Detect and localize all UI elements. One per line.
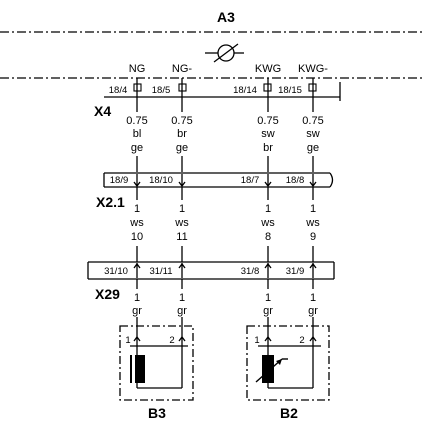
module-symbol-icon: [205, 43, 244, 63]
wire-color: sw: [306, 128, 320, 140]
signal-label-kwg: KWG: [255, 63, 281, 75]
component-b3: 1 2: [119, 325, 194, 401]
component-b2-pin2: 2: [299, 335, 304, 346]
wire-color: gr: [132, 305, 142, 317]
connector-x4-pin: 18/15: [278, 85, 302, 96]
wire-size: 1: [310, 203, 316, 215]
wire-size: 1: [265, 292, 271, 304]
connector-x4-label: X4: [94, 103, 111, 119]
component-b2-pin1: 1: [254, 335, 259, 346]
wire-color: br: [177, 128, 187, 140]
component-b3-pin2: 2: [169, 335, 174, 346]
connector-x4-pin: 18/14: [233, 85, 257, 96]
connector-x4: 18/4 18/5 18/14 18/15: [104, 82, 341, 101]
wire-size: 0.75: [171, 115, 192, 127]
wire-number: 8: [265, 231, 271, 243]
component-b3-pin1: 1: [125, 335, 130, 346]
wire-color: ws: [129, 217, 144, 229]
signal-label-ng: NG: [129, 63, 146, 75]
connector-x21-pin: 18/9: [110, 175, 129, 186]
wire-number: 10: [131, 231, 143, 243]
wire-color: ws: [305, 217, 320, 229]
connector-x21-pin: 18/7: [241, 175, 260, 186]
wire-color: ws: [174, 217, 189, 229]
wire-color: ge: [131, 142, 143, 154]
connector-x29-contact-icon: [133, 262, 317, 278]
wire-size: 1: [179, 292, 185, 304]
signal-label-kwg-minus: KWG-: [298, 63, 328, 75]
wire-size: 1: [134, 292, 140, 304]
wire-segment-b: [136, 187, 314, 262]
inductive-sensor-icon: [130, 355, 145, 383]
component-b3-label: B3: [148, 405, 166, 421]
wire-size: 1: [265, 203, 271, 215]
wire-size: 1: [310, 292, 316, 304]
connector-x29-pin: 31/10: [104, 266, 128, 277]
component-b2: 1 2: [246, 325, 330, 401]
wire-number: 9: [310, 231, 316, 243]
signal-label-ng-minus: NG-: [172, 63, 193, 75]
wire-size: 1: [179, 203, 185, 215]
wire-size: 0.75: [257, 115, 278, 127]
wire-color: ge: [307, 142, 319, 154]
ntc-thermistor-icon: [255, 355, 288, 383]
connector-x21-pin: 18/10: [149, 175, 173, 186]
wire-size: 0.75: [126, 115, 147, 127]
connector-x29-label: X29: [95, 286, 120, 302]
connector-x21-contact-icon: [133, 174, 317, 188]
connector-x29-pin: 31/8: [241, 266, 260, 277]
wire-number: 11: [176, 231, 187, 243]
component-b2-label: B2: [280, 405, 298, 421]
wire-color: bl: [133, 128, 142, 140]
connector-x29: 31/10 31/11 31/8 31/9: [87, 261, 335, 280]
wire-color: ge: [176, 142, 188, 154]
connector-x29-pin: 31/9: [286, 266, 305, 277]
wire-color: sw: [261, 128, 275, 140]
wire-color: gr: [263, 305, 273, 317]
wire-color: gr: [308, 305, 318, 317]
connector-x21-label: X2.1: [96, 194, 125, 210]
module-a3-label: A3: [217, 9, 235, 25]
wire-color: gr: [177, 305, 187, 317]
connector-x21: 18/9 18/10 18/7 18/8: [103, 172, 334, 188]
wire-size: 1: [134, 203, 140, 215]
connector-x4-pin: 18/5: [152, 85, 171, 96]
wire-color: br: [263, 142, 273, 154]
wire-size: 0.75: [302, 115, 323, 127]
wire-segment-a: [136, 78, 314, 172]
connector-x29-pin: 31/11: [149, 266, 172, 277]
wire-color: ws: [260, 217, 275, 229]
wire-segment-c: [136, 279, 314, 336]
connector-x21-pin: 18/8: [286, 175, 305, 186]
connector-x4-pin: 18/4: [109, 85, 128, 96]
